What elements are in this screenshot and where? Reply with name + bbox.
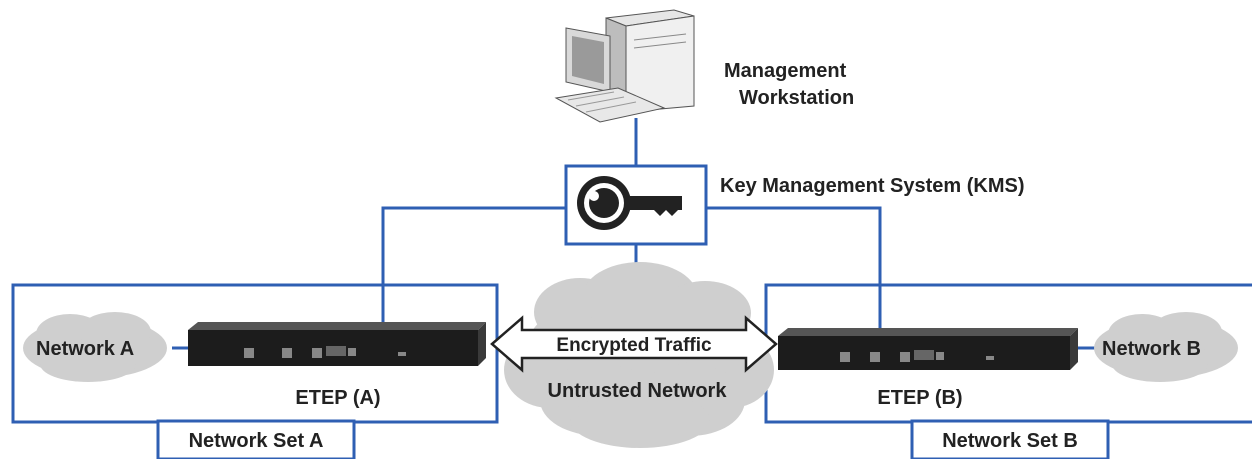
network-set-b-box [910, 419, 1110, 459]
encrypted-traffic-label: Encrypted Traffic [556, 335, 712, 356]
network-b-cloud [1094, 312, 1238, 382]
network-set-a-label: Network Set A [189, 430, 324, 452]
etep-a-label: ETEP (A) [295, 387, 380, 409]
computer-icon [554, 9, 695, 123]
untrusted-network-label: Untrusted Network [548, 380, 728, 402]
double-arrow-icon [490, 315, 778, 373]
device-icon-b [778, 328, 1078, 370]
key-icon [577, 176, 682, 230]
kms-label: Key Management System (KMS) [720, 175, 1025, 197]
device-icon [188, 322, 486, 366]
network-set-a-box [156, 419, 356, 459]
workstation-label-line1: Management [724, 60, 847, 82]
network-b-label: Network B [1102, 338, 1201, 360]
network-a-cloud [23, 312, 167, 382]
network-a-label: Network A [36, 338, 134, 360]
connection-lines [172, 118, 1098, 350]
kms-etep-a-link [381, 206, 566, 332]
network-set-b-label: Network Set B [942, 430, 1078, 452]
etep-b-label: ETEP (B) [877, 387, 962, 409]
workstation-label-line2: Workstation [739, 87, 854, 109]
kms-etep-b-link [706, 206, 882, 332]
